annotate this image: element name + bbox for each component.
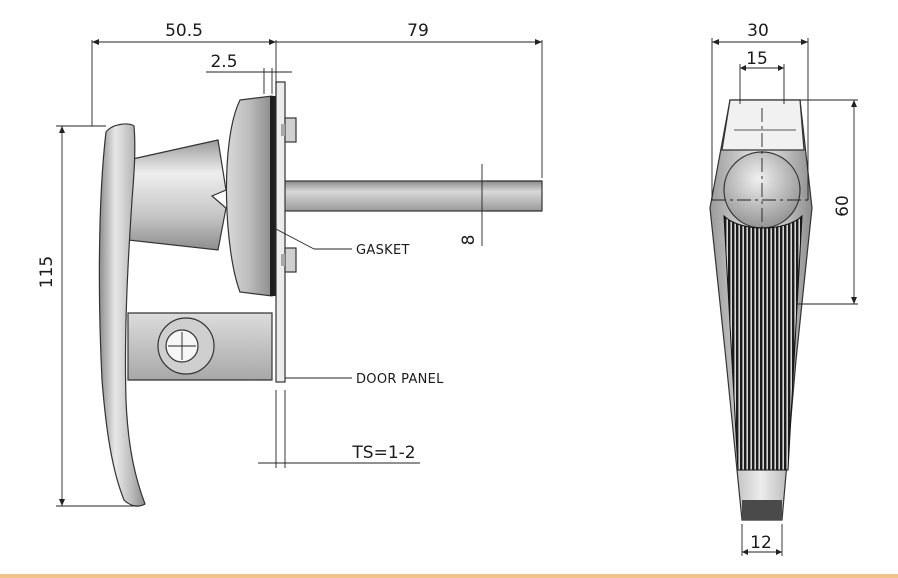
upper-bolt	[281, 117, 297, 143]
dim-8: 8	[459, 235, 479, 246]
side-view	[98, 81, 543, 507]
dim-ts: TS=1-2	[351, 443, 415, 463]
dim-60: 60	[833, 195, 853, 217]
dim-30: 30	[747, 21, 769, 41]
dim-12: 12	[750, 533, 772, 553]
handle-lever	[98, 123, 146, 507]
dim-115: 115	[37, 256, 57, 288]
dim-50-5: 50.5	[165, 21, 203, 41]
side-view-dimensions: 50.5 79 2.5 115 8 TS=1-2 GASKET DOO	[37, 21, 543, 507]
front-view	[709, 99, 813, 521]
dim-2-5: 2.5	[210, 52, 237, 72]
handle-neck	[127, 139, 227, 251]
accent-bar	[0, 574, 898, 578]
dim-15: 15	[746, 49, 768, 69]
rosette-disc	[225, 95, 273, 297]
front-ribbed-grip	[723, 214, 803, 471]
front-bottom-tip	[742, 500, 782, 520]
front-top-band	[721, 99, 805, 151]
square-shaft	[283, 180, 543, 212]
gasket-label: GASKET	[356, 243, 410, 258]
dim-79: 79	[407, 21, 429, 41]
lower-bolt	[281, 247, 297, 273]
gasket	[270, 96, 276, 296]
door-panel	[275, 81, 286, 383]
front-view-dimensions: 30 15 60 12	[711, 21, 858, 556]
door-panel-label: DOOR PANEL	[356, 372, 444, 387]
